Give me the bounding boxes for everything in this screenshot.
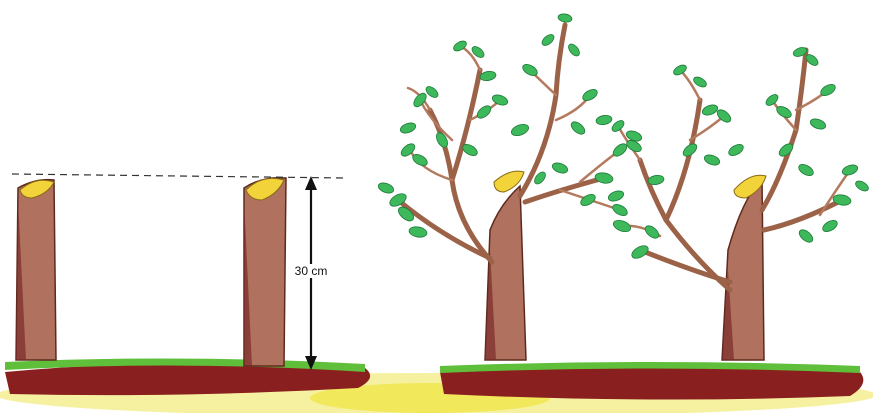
ground	[0, 358, 873, 413]
coppiced-tree-right	[607, 46, 870, 360]
soil-mound-right	[440, 366, 863, 400]
stump-right	[244, 178, 286, 366]
cut-height-reference-line	[12, 174, 346, 178]
coppiced-tree-left	[377, 13, 643, 360]
measurement-label: 30 cm	[291, 264, 331, 278]
stump-left	[16, 180, 56, 360]
